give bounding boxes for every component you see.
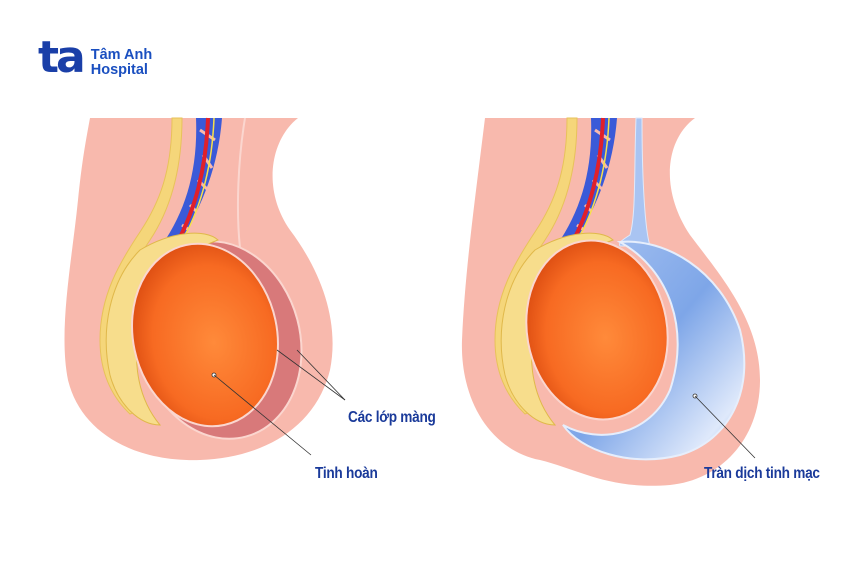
label-hydrocele: Tràn dịch tinh mạc (704, 465, 820, 482)
label-testicle: Tinh hoàn (315, 465, 378, 482)
logo-mark: ta (38, 32, 86, 83)
hospital-logo: ta Tâm Anh Hospital (38, 32, 153, 83)
logo-line-1: Tâm Anh (90, 47, 153, 63)
artery (174, 117, 210, 246)
hydrocele-fluid (562, 240, 746, 461)
testis-right (525, 239, 669, 421)
epididymis-right (500, 232, 614, 426)
hydrocele-diagram (461, 117, 760, 486)
normal-testicle-diagram (64, 117, 346, 461)
epididymis (105, 232, 219, 426)
logo-text: Tâm Anh Hospital (91, 48, 153, 80)
logo-line-2: Hospital (90, 62, 148, 78)
label-membrane-layers: Các lớp màng (348, 409, 436, 426)
artery-right (569, 117, 605, 246)
testis (131, 242, 279, 428)
